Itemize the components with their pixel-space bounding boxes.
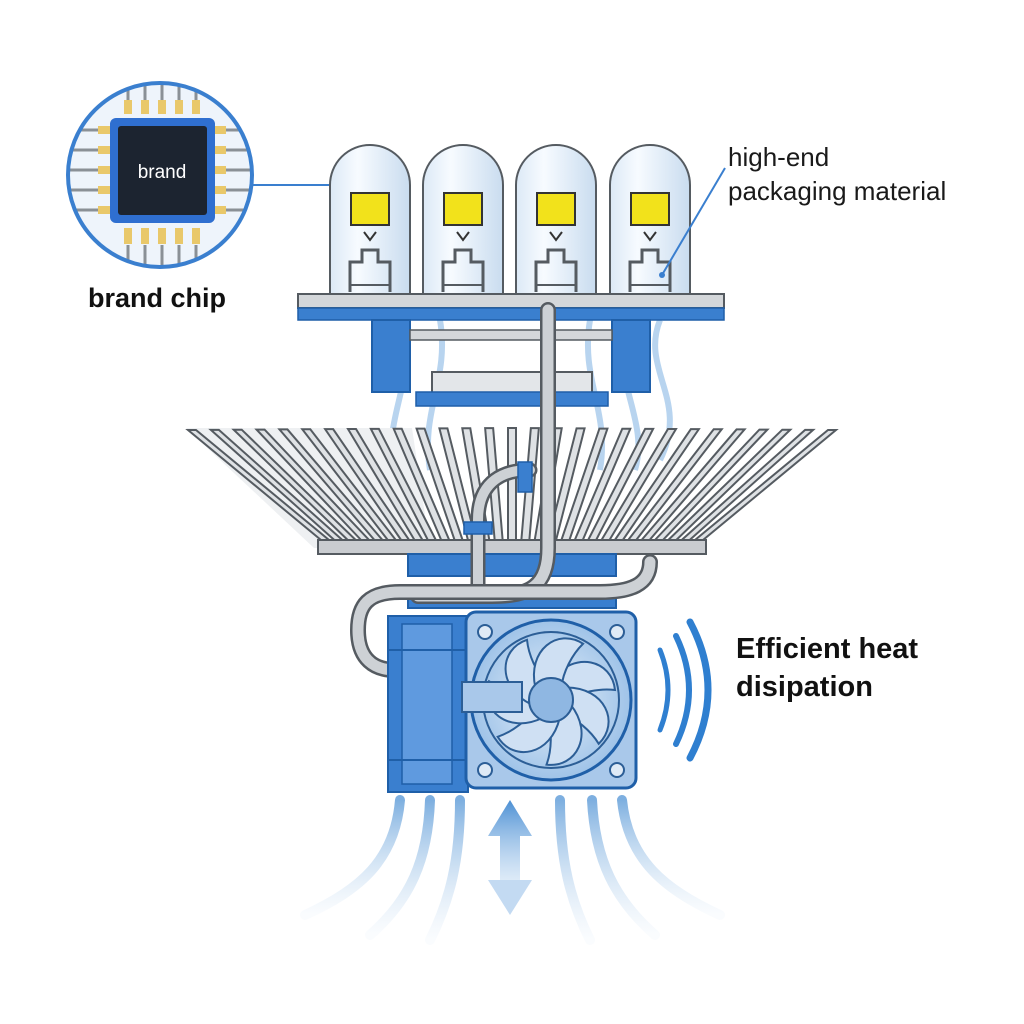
led-bulb-icon [515, 144, 597, 301]
led-bulb-icon [609, 144, 691, 301]
bottom-airflow [300, 795, 725, 945]
fan-housing [387, 615, 469, 793]
packaging-leader-line [661, 167, 726, 276]
brand-chip-icon: brand [66, 81, 254, 269]
led-bulb-icon [422, 144, 504, 301]
brand-chip-label: brand chip [88, 283, 227, 313]
airflow-arrow-icon [488, 800, 532, 915]
packaging-label-line1: high-end [728, 142, 830, 172]
heatsink-icon [185, 427, 839, 609]
chip-text: brand [138, 162, 187, 183]
packaging-label: high-end packaging material [728, 140, 946, 208]
heatsink-fin [507, 427, 517, 541]
packaging-label-line2: packaging material [728, 176, 947, 206]
heat-dissipation-label: Efficient heat disipation [736, 630, 918, 706]
heat-pipe-icon [349, 302, 658, 678]
cooling-fan-icon [461, 610, 638, 790]
sound-wave-icon [657, 618, 712, 762]
mounting-plate [297, 293, 725, 407]
led-array [329, 144, 691, 301]
fan-blade [532, 637, 585, 689]
led-bulb-icon [329, 144, 411, 301]
heat-label-line1: Efficient heat [736, 633, 919, 665]
heat-label-line2: disipation [736, 671, 873, 703]
